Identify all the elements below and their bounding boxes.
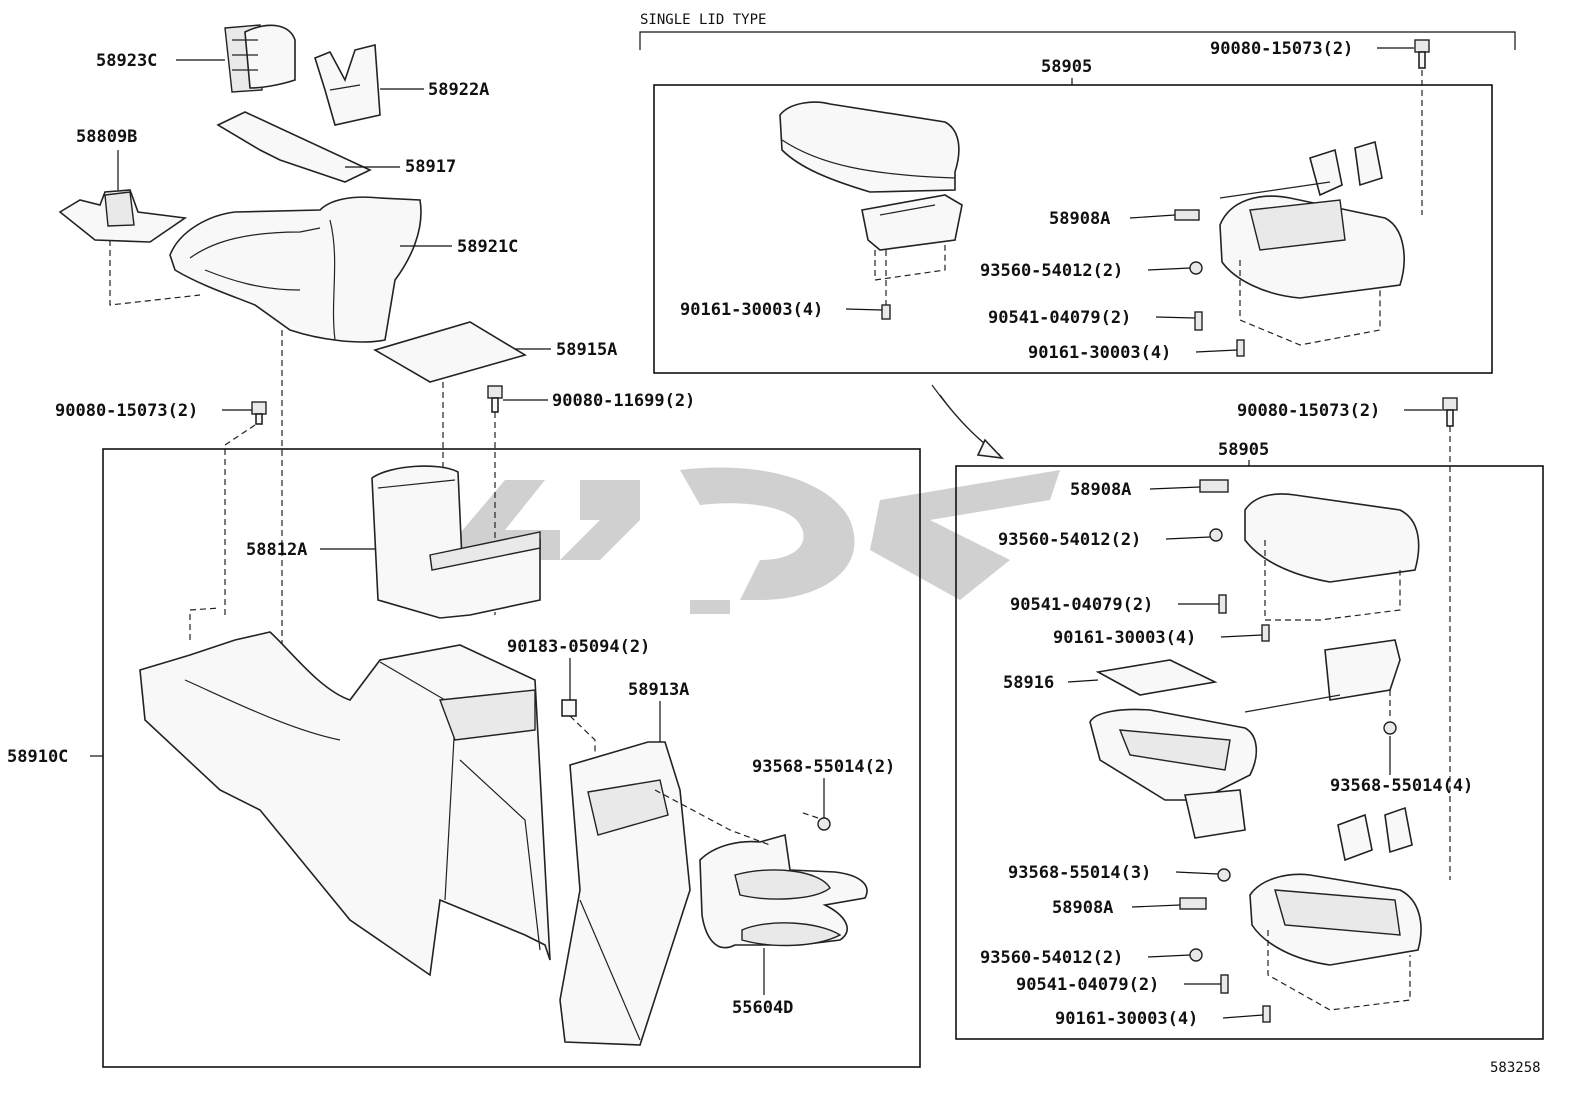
part-upper-lid [1244, 493, 1420, 621]
part-tray [1089, 708, 1258, 839]
part-lid-top [779, 101, 960, 193]
label-bottom-93560-bot: 93560-54012(2) [980, 948, 1123, 968]
label-58913A: 58913A [628, 680, 689, 700]
label-top-90161-b: 90161-30003(4) [1028, 343, 1171, 363]
label-bottom-93568-3: 93568-55014(3) [1008, 863, 1151, 883]
label-bottom-93568-4: 93568-55014(4) [1330, 776, 1473, 796]
screw-icon [1189, 948, 1203, 962]
label-bottom-90080-15073: 90080-15073(2) [1237, 401, 1380, 421]
part-58809B [58, 189, 201, 306]
clip-icon [1179, 897, 1207, 910]
label-58917: 58917 [405, 157, 456, 177]
label-top-90541: 90541-04079(2) [988, 308, 1131, 328]
part-lower-base [1249, 873, 1422, 1011]
part-hinge-mid [1244, 639, 1401, 713]
label-group: 58923C 58922A 58809B 58917 58921C 58915A… [7, 39, 1473, 1029]
label-bottom-93560-top: 93560-54012(2) [998, 530, 1141, 550]
label-58809B: 58809B [76, 127, 137, 147]
label-top-90161-a: 90161-30003(4) [680, 300, 823, 320]
screw-icon [799, 811, 831, 831]
screw-icon [1261, 624, 1270, 642]
single-lid-type-label: SINGLE LID TYPE [640, 12, 766, 28]
screw-icon [1194, 311, 1203, 331]
bolt-icon [1442, 397, 1458, 880]
part-58922A [314, 43, 381, 126]
label-top-90080-15073: 90080-15073(2) [1210, 39, 1353, 59]
bolt-icon [1414, 39, 1430, 69]
part-58812A [371, 465, 541, 619]
part-hinge-right [1219, 70, 1423, 215]
bolt-icon [487, 385, 503, 615]
console-assembly-frame [102, 448, 921, 1068]
label-58921C: 58921C [457, 237, 518, 257]
label-90183-05094: 90183-05094(2) [507, 637, 650, 657]
screw-icon [881, 250, 891, 320]
label-58812A: 58812A [246, 540, 307, 560]
label-58923C: 58923C [96, 51, 157, 71]
part-58916 [1095, 659, 1218, 696]
label-bottom-90161-top: 90161-30003(4) [1053, 628, 1196, 648]
label-58910C: 58910C [7, 747, 68, 767]
clip-icon [1199, 479, 1229, 493]
screw-icon [1220, 974, 1229, 994]
label-93568-55014-left: 93568-55014(2) [752, 757, 895, 777]
clip-icon [1174, 209, 1200, 221]
bolt-icon [224, 401, 267, 615]
part-lid-base [1219, 195, 1405, 346]
label-55604D: 55604D [732, 998, 793, 1018]
part-hinge-bracket [861, 194, 963, 281]
screw-icon [1218, 594, 1227, 614]
screw-icon [1383, 690, 1397, 735]
screw-icon [1262, 1005, 1271, 1023]
part-58923C [224, 24, 296, 93]
part-58921C [169, 196, 422, 343]
label-bottom-58908A-top: 58908A [1070, 480, 1131, 500]
screw-icon [1217, 868, 1231, 882]
label-90080-15073-left: 90080-15073(2) [55, 401, 198, 421]
diagram-code: 583258 [1490, 1060, 1541, 1076]
part-58910C [139, 607, 551, 977]
label-bottom-58905: 58905 [1218, 440, 1269, 460]
label-bottom-90541-top: 90541-04079(2) [1010, 595, 1153, 615]
single-lid-bracket: SINGLE LID TYPE [639, 12, 1516, 50]
part-58913A [559, 741, 691, 1046]
label-top-58905: 58905 [1041, 57, 1092, 77]
part-58917 [216, 111, 372, 183]
clip-icon [561, 699, 596, 755]
part-58915A [372, 321, 527, 383]
label-bottom-90541-bot: 90541-04079(2) [1016, 975, 1159, 995]
arrow-icon [931, 384, 1005, 460]
label-top-93560: 93560-54012(2) [980, 261, 1123, 281]
part-hinge-low [1337, 806, 1413, 862]
part-55604D [699, 833, 868, 949]
label-top-58908A: 58908A [1049, 209, 1110, 229]
screw-icon [1236, 339, 1245, 357]
label-bottom-58916: 58916 [1003, 673, 1054, 693]
single-lid-frame [653, 84, 1493, 374]
label-58915A: 58915A [556, 340, 617, 360]
label-90080-11699: 90080-11699(2) [552, 391, 695, 411]
label-bottom-58908A-bot: 58908A [1052, 898, 1113, 918]
screw-icon [1209, 528, 1223, 542]
label-58922A: 58922A [428, 80, 489, 100]
screw-icon [1189, 261, 1203, 275]
label-bottom-90161-bot: 90161-30003(4) [1055, 1009, 1198, 1029]
